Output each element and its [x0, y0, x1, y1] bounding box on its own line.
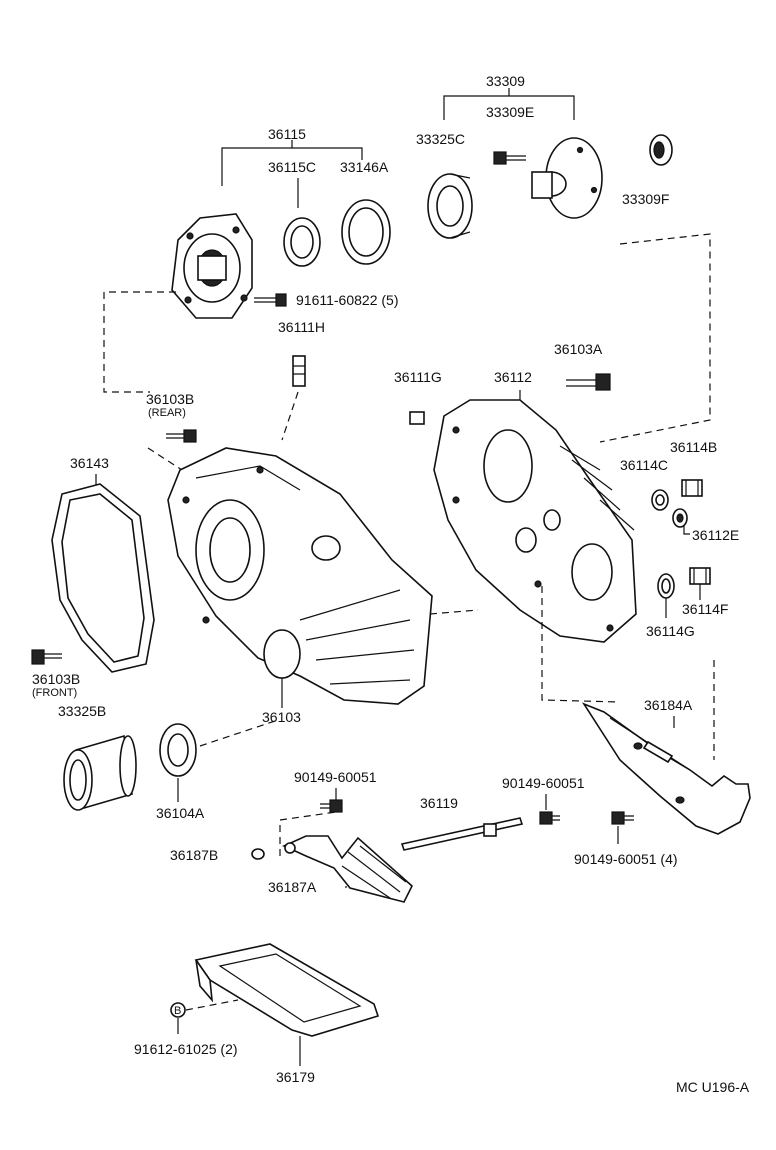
strainer-36187A	[282, 835, 413, 903]
label-36103B-rear: 36103B	[146, 391, 194, 407]
guide-line-36187B	[279, 811, 337, 856]
bolt-90149-a	[320, 788, 343, 813]
seal-36112E	[672, 508, 688, 528]
label-36114G: 36114G	[646, 623, 695, 639]
plate-36119	[400, 817, 524, 851]
gasket-36114G	[657, 573, 675, 599]
label-36143: 36143	[70, 455, 109, 471]
guide-line-cover	[541, 586, 621, 703]
oil-pump-36115	[171, 213, 253, 319]
label-36112E: 36112E	[692, 527, 739, 543]
label-rear: (REAR)	[148, 407, 186, 419]
bolt-90149-b	[539, 811, 560, 825]
bolt-33309E	[493, 151, 526, 165]
leader-36112E	[683, 526, 690, 535]
label-36112: 36112	[494, 369, 532, 385]
bearing-33325B	[63, 734, 137, 811]
label-33309: 33309	[486, 73, 525, 89]
gasket-36114C	[651, 489, 669, 511]
label-90149-a: 90149-60051	[294, 769, 377, 785]
label-36111H: 36111H	[278, 319, 325, 335]
seal-33309F	[649, 134, 673, 166]
label-90149-c: 90149-60051 (4)	[574, 851, 678, 867]
label-33325B: 33325B	[58, 703, 106, 719]
label-36115: 36115	[268, 126, 306, 142]
guide-line-pump	[103, 291, 176, 393]
plug-36111G	[409, 411, 425, 425]
label-91611-60822: 91611-60822 (5)	[296, 292, 398, 308]
label-33309E: 33309E	[486, 104, 534, 120]
label-36114C: 36114C	[620, 457, 668, 473]
retainer-33309	[531, 137, 603, 219]
bolt-91611-60822	[254, 293, 287, 307]
guide-line-91612	[185, 999, 239, 1011]
transaxle-case-36103	[167, 447, 433, 705]
bracket-33309	[443, 88, 575, 120]
gasket-36143	[51, 483, 155, 673]
seal-36115C	[283, 217, 321, 267]
label-front: (FRONT)	[32, 687, 77, 699]
plug-36111H	[292, 355, 306, 387]
bolt-mark: B	[174, 1005, 181, 1017]
plug-36114B	[681, 479, 703, 497]
label-36103: 36103	[262, 709, 301, 725]
label-36184A: 36184A	[644, 697, 693, 713]
label-36114F: 36114F	[682, 601, 728, 617]
label-36115C: 36115C	[268, 159, 316, 175]
cover-36184A	[581, 702, 751, 835]
guide-line-case-right	[429, 609, 479, 615]
label-36103A: 36103A	[554, 341, 603, 357]
plug-36114F	[689, 567, 711, 585]
label-91612-61025: 91612-61025 (2)	[134, 1041, 238, 1057]
label-36114B: 36114B	[670, 439, 717, 455]
label-33309F: 33309F	[622, 191, 669, 207]
bolt-36103A	[566, 373, 611, 391]
figure-code: MC U196-A	[676, 1079, 750, 1095]
seal-33146A	[341, 199, 391, 265]
bracket-36115	[221, 140, 363, 208]
label-36119: 36119	[420, 795, 458, 811]
guide-line-36104A	[199, 719, 279, 747]
guide-line-retainer	[599, 233, 711, 443]
label-36111G: 36111G	[394, 369, 442, 385]
o-ring-36187B	[251, 848, 265, 860]
label-90149-b: 90149-60051	[502, 775, 585, 791]
seal-36104A	[159, 723, 197, 777]
bolt-36103B-front	[31, 649, 62, 665]
label-36103B-front: 36103B	[32, 671, 80, 687]
label-33325C: 33325C	[416, 131, 465, 147]
label-36179: 36179	[276, 1069, 315, 1085]
bolt-36103B-rear	[166, 429, 197, 443]
label-36104A: 36104A	[156, 805, 205, 821]
bolt-91612-61025: B	[170, 1002, 186, 1018]
label-36187A: 36187A	[268, 879, 317, 895]
bearing-33325C	[427, 173, 473, 239]
housing-36112	[433, 399, 637, 643]
label-36187B: 36187B	[170, 847, 218, 863]
guide-line-36103B-rear	[147, 447, 183, 471]
guide-line-36111H	[281, 391, 299, 441]
oil-pan-36179	[194, 943, 380, 1037]
label-33146A: 33146A	[340, 159, 389, 175]
bolt-90149-c	[611, 811, 634, 825]
